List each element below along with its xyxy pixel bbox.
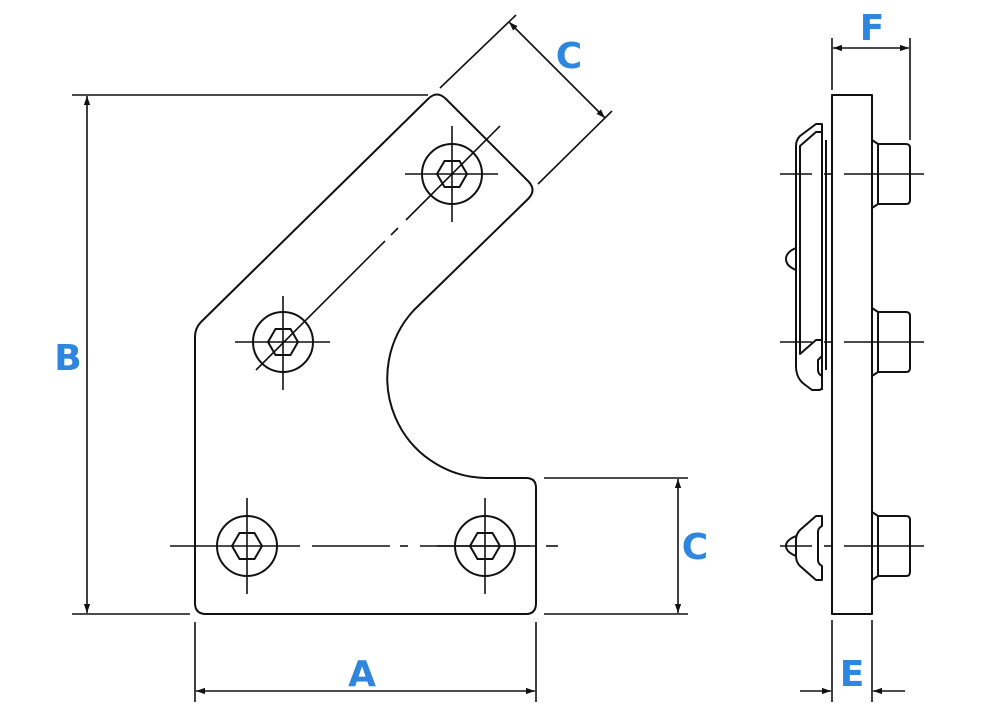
side-plate bbox=[831, 94, 873, 615]
front-dimensions bbox=[72, 14, 688, 702]
bracket-outline bbox=[194, 93, 537, 615]
label-c-angled: C bbox=[556, 36, 582, 77]
front-center-lines bbox=[170, 125, 558, 594]
front-screws bbox=[216, 143, 516, 577]
side-clip-lower bbox=[795, 515, 823, 581]
label-a: A bbox=[348, 654, 376, 695]
side-view bbox=[785, 94, 911, 615]
label-b: B bbox=[54, 338, 81, 379]
side-clip-upper bbox=[795, 123, 823, 391]
screw-bottom-right bbox=[454, 515, 516, 577]
screw-bottom-left bbox=[216, 515, 278, 577]
label-f: F bbox=[860, 8, 885, 49]
screw-middle bbox=[252, 311, 314, 373]
side-center-lines bbox=[780, 173, 924, 547]
dimension-c-angled-line bbox=[508, 21, 606, 119]
label-e: E bbox=[840, 654, 865, 695]
label-c-right: C bbox=[682, 527, 708, 568]
screw-top bbox=[421, 143, 483, 205]
dimension-labels: A B C C E F bbox=[54, 8, 884, 695]
side-dimensions bbox=[800, 38, 911, 702]
front-view bbox=[194, 93, 537, 615]
